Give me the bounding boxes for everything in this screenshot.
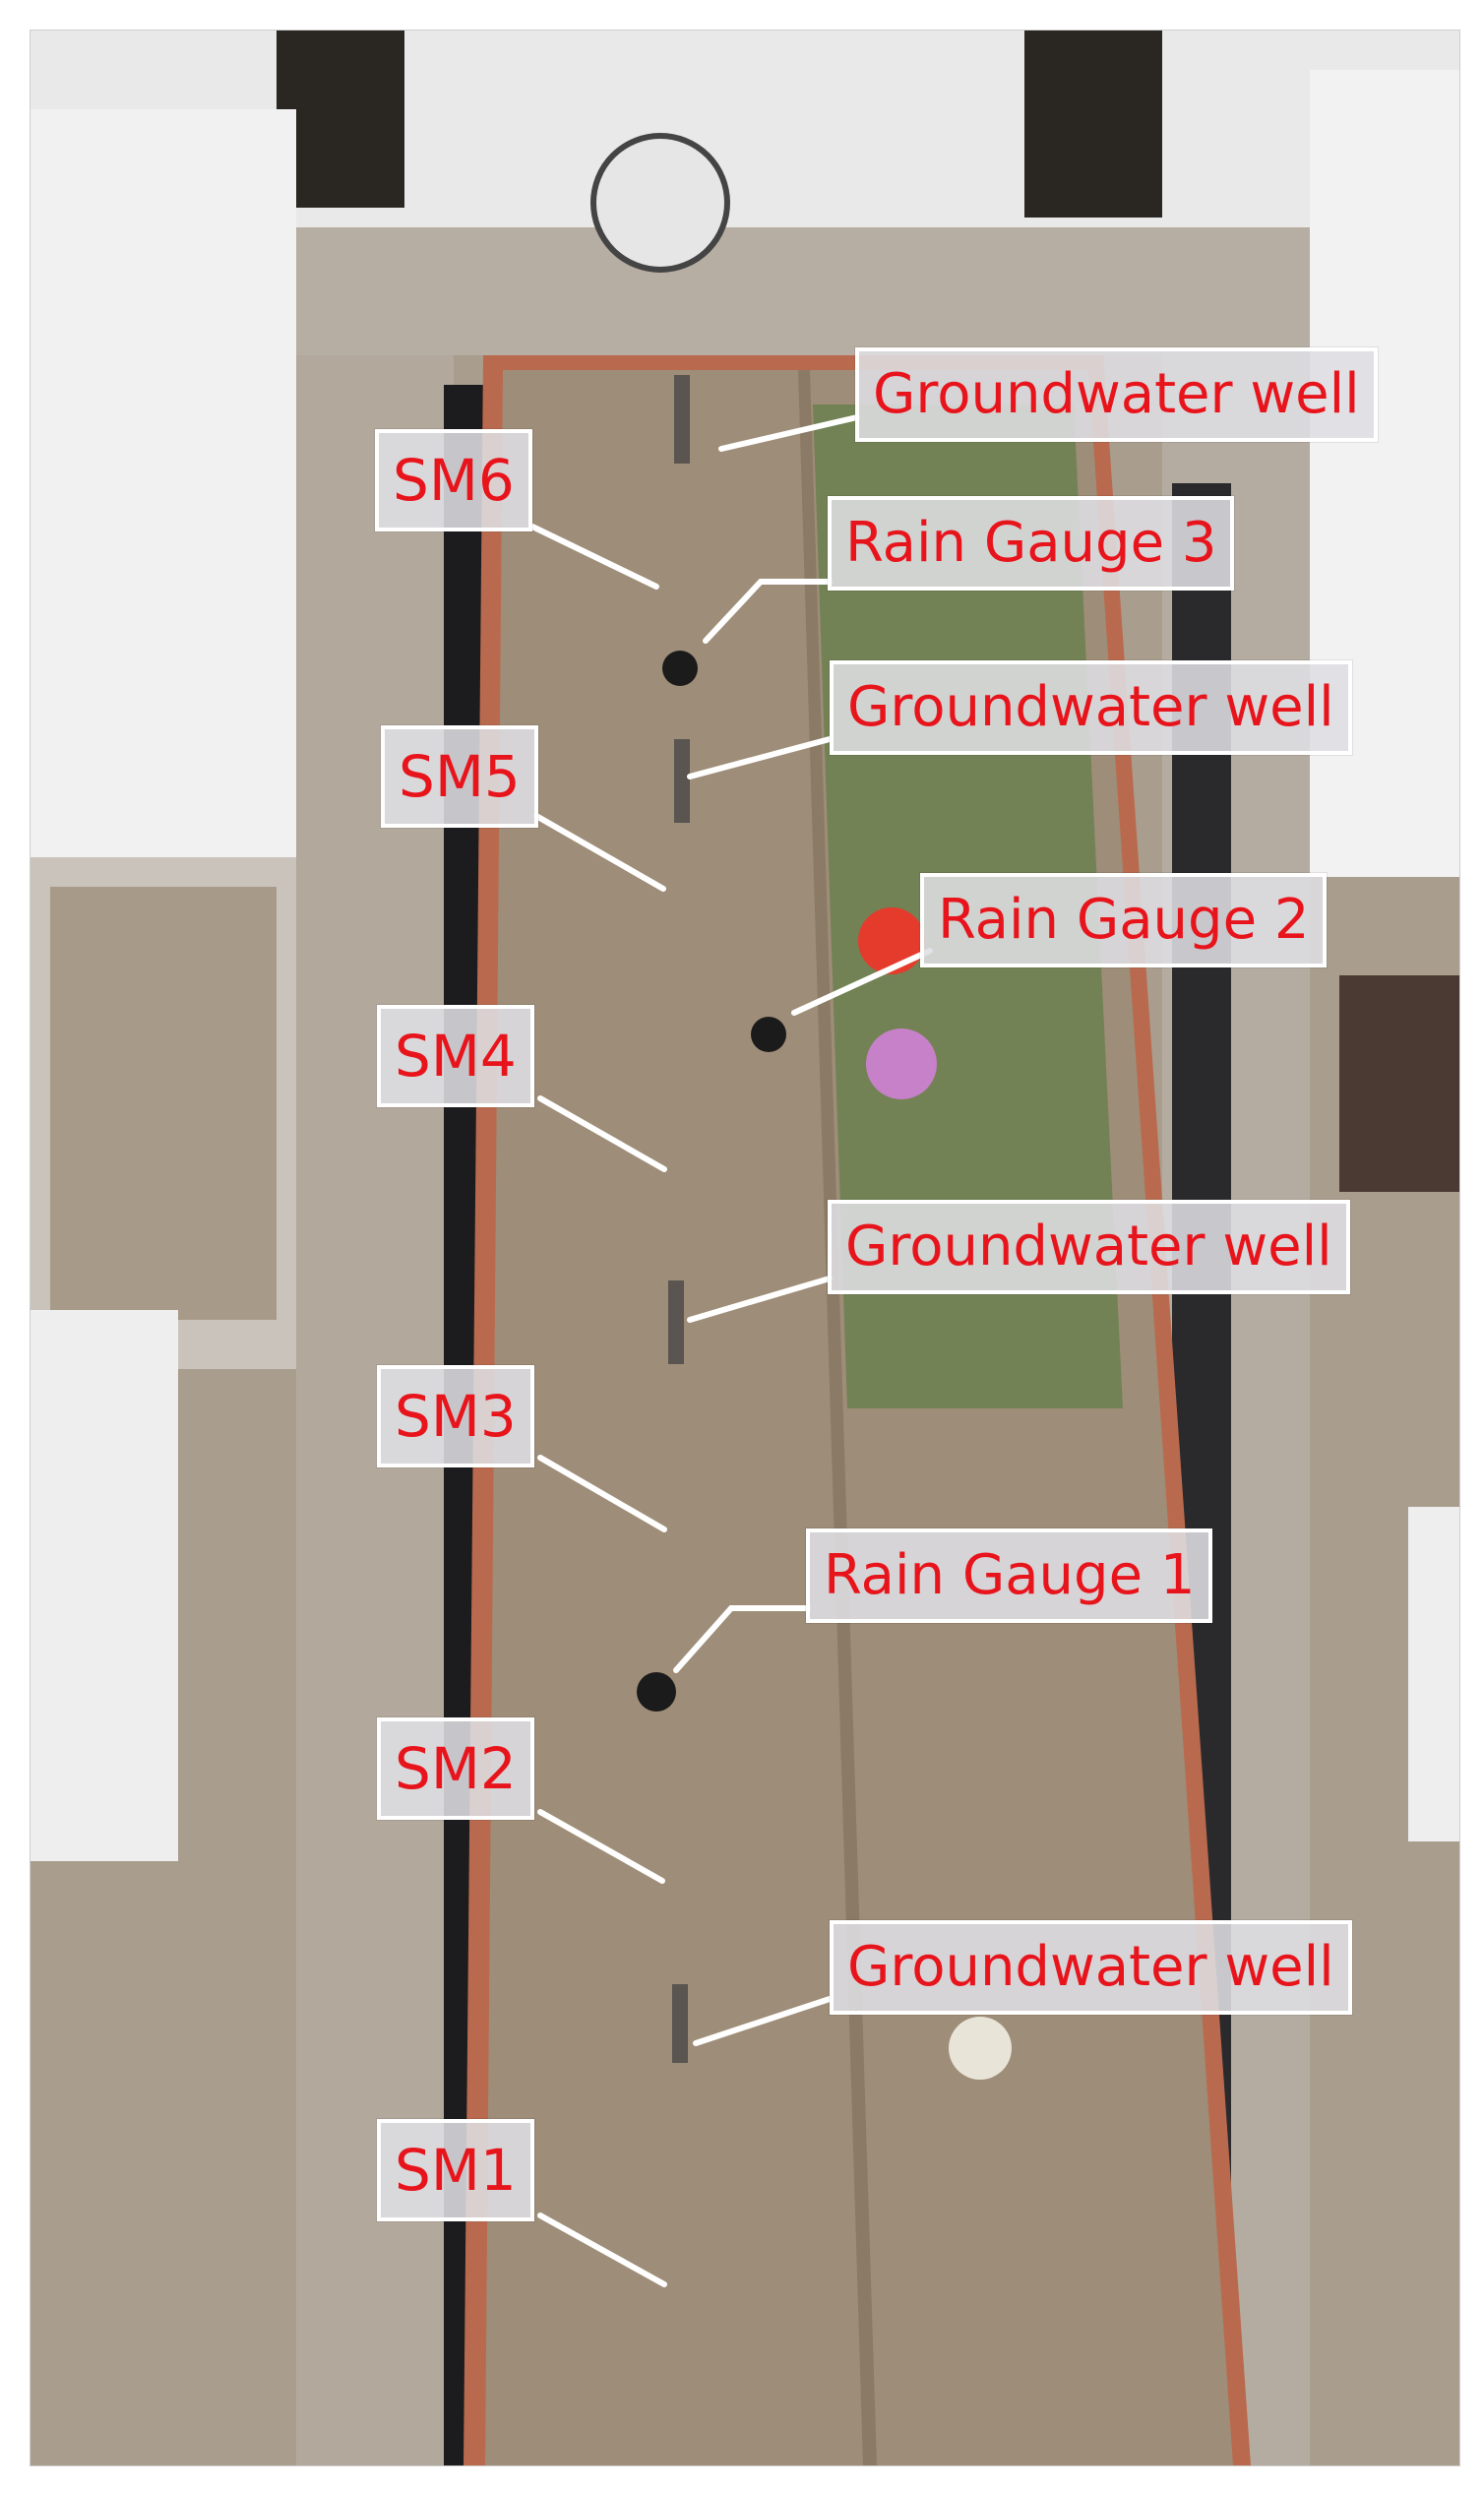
rain-gauge-marker-2 — [751, 1017, 786, 1052]
label-sm6: SM6 — [375, 429, 532, 531]
label-rain-gauge-2: Rain Gauge 2 — [920, 873, 1328, 967]
label-rain-gauge-1: Rain Gauge 1 — [806, 1528, 1213, 1623]
label-sm5: SM5 — [381, 725, 538, 828]
annotation-layer: Groundwater well SM6 Rain Gauge 3 Ground… — [31, 31, 1459, 2465]
field-site-photo: Groundwater well SM6 Rain Gauge 3 Ground… — [30, 30, 1460, 2466]
groundwater-well-marker-1 — [674, 375, 690, 464]
groundwater-well-marker-4 — [672, 1984, 688, 2063]
rain-gauge-marker-1 — [637, 1672, 676, 1712]
label-groundwater-well-3: Groundwater well — [828, 1200, 1350, 1294]
door-right — [1024, 31, 1162, 218]
label-rain-gauge-3: Rain Gauge 3 — [828, 496, 1235, 591]
purple-bucket — [866, 1029, 937, 1099]
rain-gauge-marker-3 — [662, 651, 698, 686]
umbrella — [590, 133, 730, 273]
building-left — [31, 109, 296, 857]
white-bucket — [949, 2017, 1012, 2080]
label-sm1: SM1 — [377, 2119, 534, 2221]
label-sm2: SM2 — [377, 1717, 534, 1820]
label-groundwater-well-2: Groundwater well — [830, 660, 1352, 755]
label-groundwater-well-4: Groundwater well — [830, 1920, 1352, 2015]
door-left — [277, 31, 404, 208]
leader-lines — [529, 414, 933, 2287]
groundwater-well-marker-3 — [668, 1280, 684, 1364]
label-sm4: SM4 — [377, 1005, 534, 1107]
groundwater-well-marker-2 — [674, 739, 690, 823]
label-groundwater-well-1: Groundwater well — [855, 347, 1378, 442]
label-sm3: SM3 — [377, 1365, 534, 1467]
building-left-lower — [31, 1310, 178, 1861]
